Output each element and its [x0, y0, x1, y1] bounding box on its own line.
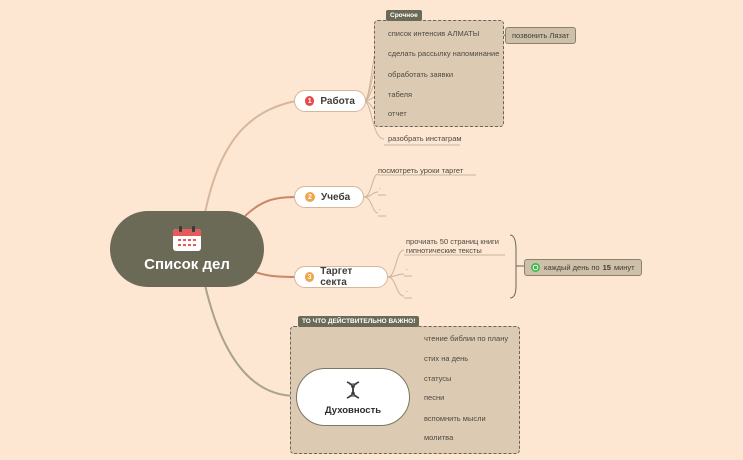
list-item[interactable]: обработать заявки	[388, 70, 454, 79]
callout-daily-pre: каждый день по	[544, 263, 600, 272]
callout-daily-post: минут	[613, 263, 635, 272]
urgent-tag: Срочное	[386, 10, 422, 21]
branch-spirituality[interactable]: Духовность	[296, 368, 410, 426]
callout-daily[interactable]: каждый день по 15 минут	[524, 259, 642, 276]
list-item[interactable]: статусы	[424, 374, 452, 383]
list-item-line: прочиать 50 страниц книги	[406, 237, 499, 246]
central-title: Список дел	[144, 255, 230, 273]
dna-icon	[346, 380, 360, 399]
list-item-line: гипнотические тексты	[406, 246, 482, 255]
list-item[interactable]: .	[379, 184, 381, 191]
list-item[interactable]: посмотреть уроки таргет	[378, 166, 464, 175]
list-item[interactable]: табеля	[388, 90, 413, 99]
list-item[interactable]: прочиать 50 страниц книги гипнотические …	[406, 237, 499, 255]
list-item[interactable]: разобрать инстаграм	[388, 134, 462, 143]
priority-3-icon: 3	[305, 272, 315, 282]
branch-study[interactable]: 2 Учеба	[294, 186, 364, 208]
list-item[interactable]: .	[379, 205, 381, 212]
list-item[interactable]: вспомнить мысли	[424, 414, 486, 423]
urgent-boundary	[374, 20, 504, 127]
callout-call[interactable]: позвонить Лязат	[505, 27, 577, 44]
important-tag: ТО ЧТО ДЕЙСТВИТЕЛЬНО ВАЖНО!	[298, 316, 420, 327]
whatsapp-icon	[531, 263, 540, 272]
list-item[interactable]: чтение библии по плану	[424, 334, 509, 343]
list-item[interactable]: песни	[424, 393, 445, 402]
list-item[interactable]: сделать рассылку напоминание	[388, 49, 500, 58]
list-item[interactable]: .	[406, 287, 408, 294]
list-item[interactable]: отчет	[388, 109, 407, 118]
branch-work-label: Работа	[320, 95, 355, 107]
priority-1-icon: 1	[305, 96, 315, 106]
calendar-icon	[173, 225, 201, 251]
list-item[interactable]: стих на день	[424, 354, 469, 363]
list-item[interactable]: молитва	[424, 433, 454, 442]
branch-target-label: Таргет секта	[320, 266, 353, 288]
list-item[interactable]: .	[406, 265, 408, 272]
callout-daily-num: 15	[602, 263, 611, 272]
branch-work[interactable]: 1 Работа	[294, 90, 366, 112]
central-topic[interactable]: Список дел	[110, 211, 264, 287]
branch-study-label: Учеба	[321, 191, 351, 203]
branch-target[interactable]: 3 Таргет секта	[294, 266, 388, 288]
priority-2-icon: 2	[305, 192, 315, 202]
list-item[interactable]: список интенсив АЛМАТЫ	[388, 29, 480, 38]
branch-spirituality-label: Духовность	[324, 404, 382, 416]
